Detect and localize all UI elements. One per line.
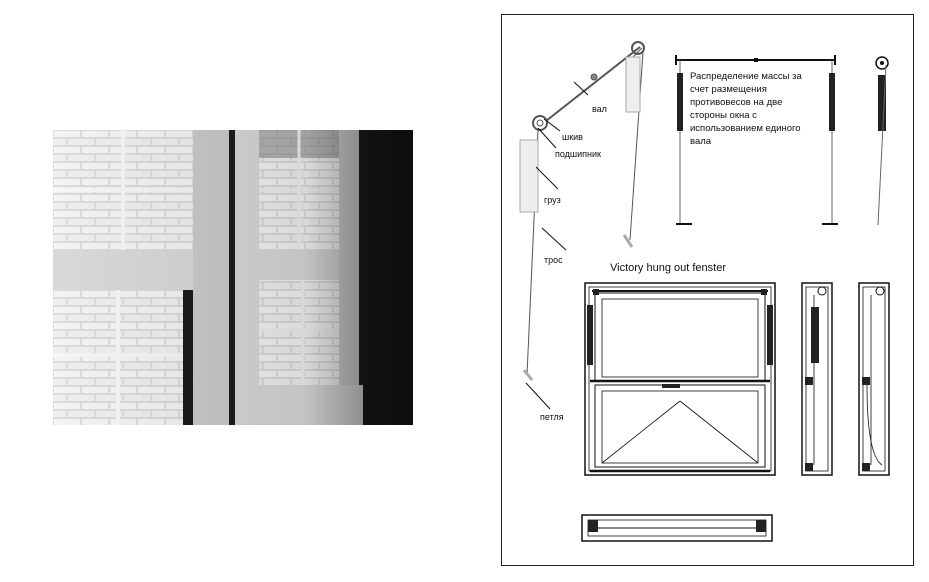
note-line-2: счет размещения bbox=[690, 84, 767, 95]
label-loop: петля bbox=[540, 412, 564, 422]
single-shaft-schematic bbox=[675, 55, 838, 225]
window-front-elevation bbox=[584, 282, 776, 476]
window-photo-icon bbox=[53, 130, 413, 425]
drawing-title: Victory hung out fenster bbox=[610, 262, 726, 274]
note-line-4: стороны окна с bbox=[690, 110, 757, 121]
lower-weight bbox=[519, 139, 539, 213]
right-counterweight bbox=[829, 73, 835, 131]
window-photo bbox=[53, 130, 413, 425]
window-section-view-2 bbox=[858, 282, 890, 476]
note-line-6: вала bbox=[690, 136, 712, 147]
label-weight: груз bbox=[544, 195, 561, 205]
window-mechanism-diagram: вал шкив подшипник груз трос петля Распр… bbox=[519, 41, 890, 542]
technical-drawing-sheet: вал шкив подшипник груз трос петля Распр… bbox=[501, 14, 914, 566]
window-plan-view bbox=[581, 514, 773, 542]
left-counterweight bbox=[677, 73, 683, 131]
label-bearing: подшипник bbox=[555, 149, 601, 159]
note-line-1: Распределение массы за bbox=[690, 71, 803, 82]
note-line-3: противовесов на две bbox=[690, 97, 782, 108]
side-pulley-schematic bbox=[875, 56, 889, 226]
label-cable: трос bbox=[544, 255, 563, 265]
label-shaft: вал bbox=[592, 104, 607, 114]
note-line-5: использованием единого bbox=[690, 123, 801, 134]
upper-weight bbox=[625, 56, 641, 113]
pulley-assembly bbox=[526, 41, 645, 376]
label-pulley: шкив bbox=[562, 132, 583, 142]
